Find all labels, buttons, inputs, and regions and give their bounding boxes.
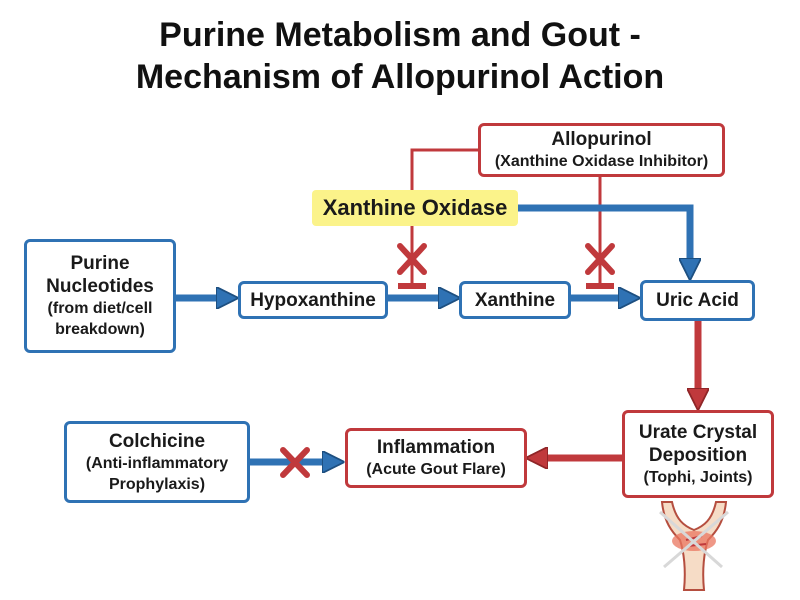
allopurinol-inhibition-line-left bbox=[410, 148, 478, 283]
inflammation-line-1: Inflammation bbox=[376, 437, 496, 458]
inhibition-bar-right bbox=[586, 283, 614, 289]
allopurinol-description: (Xanthine Oxidase Inhibitor) bbox=[494, 153, 709, 170]
hypoxanthine-box: Hypoxanthine bbox=[238, 281, 388, 319]
urate-line-3: (Tophi, Joints) bbox=[643, 468, 753, 486]
inhibition-x-icon bbox=[397, 243, 427, 275]
inflammation-box: Inflammation (Acute Gout Flare) bbox=[345, 428, 527, 488]
uric-acid-label: Uric Acid bbox=[656, 290, 739, 311]
inhibition-x-icon bbox=[280, 447, 310, 478]
urate-crystal-box: Urate Crystal Deposition (Tophi, Joints) bbox=[622, 410, 774, 498]
purine-line-3: (from diet/cell bbox=[47, 300, 153, 317]
inhibition-bar-left bbox=[398, 283, 426, 289]
inhibition-x-icon bbox=[585, 243, 615, 275]
inflammation-line-2: (Acute Gout Flare) bbox=[366, 461, 506, 478]
knee-joint-icon bbox=[659, 501, 729, 591]
urate-line-1: Urate Crystal bbox=[638, 421, 758, 443]
uric-acid-box: Uric Acid bbox=[640, 280, 755, 321]
purine-line-1: Purine bbox=[70, 253, 130, 274]
xanthine-box: Xanthine bbox=[459, 281, 571, 319]
title-line-1: Purine Metabolism and Gout - bbox=[159, 16, 641, 54]
purine-line-2: Nucleotides bbox=[46, 276, 154, 297]
hypoxanthine-label: Hypoxanthine bbox=[250, 289, 376, 311]
colchicine-box: Colchicine (Anti-inflammatory Prophylaxi… bbox=[64, 421, 250, 503]
colchicine-line-2: (Anti-inflammatory bbox=[85, 454, 229, 472]
title-line-2: Mechanism of Allopurinol Action bbox=[135, 58, 665, 96]
purine-line-4: breakdown) bbox=[55, 321, 145, 338]
allopurinol-name: Allopurinol bbox=[551, 129, 652, 150]
colchicine-line-1: Colchicine bbox=[108, 430, 206, 452]
enzyme-to-uric-acid-arrow bbox=[518, 204, 690, 276]
colchicine-line-3: Prophylaxis) bbox=[108, 475, 206, 493]
purine-nucleotides-box: Purine Nucleotides (from diet/cell break… bbox=[24, 239, 176, 353]
xanthine-oxidase-label: Xanthine Oxidase bbox=[312, 190, 518, 226]
page-title: Purine Metabolism and Gout - Mechanism o… bbox=[0, 14, 800, 98]
xanthine-label: Xanthine bbox=[474, 289, 556, 311]
allopurinol-box: Allopurinol (Xanthine Oxidase Inhibitor) bbox=[478, 123, 725, 177]
urate-line-2: Deposition bbox=[648, 444, 748, 466]
